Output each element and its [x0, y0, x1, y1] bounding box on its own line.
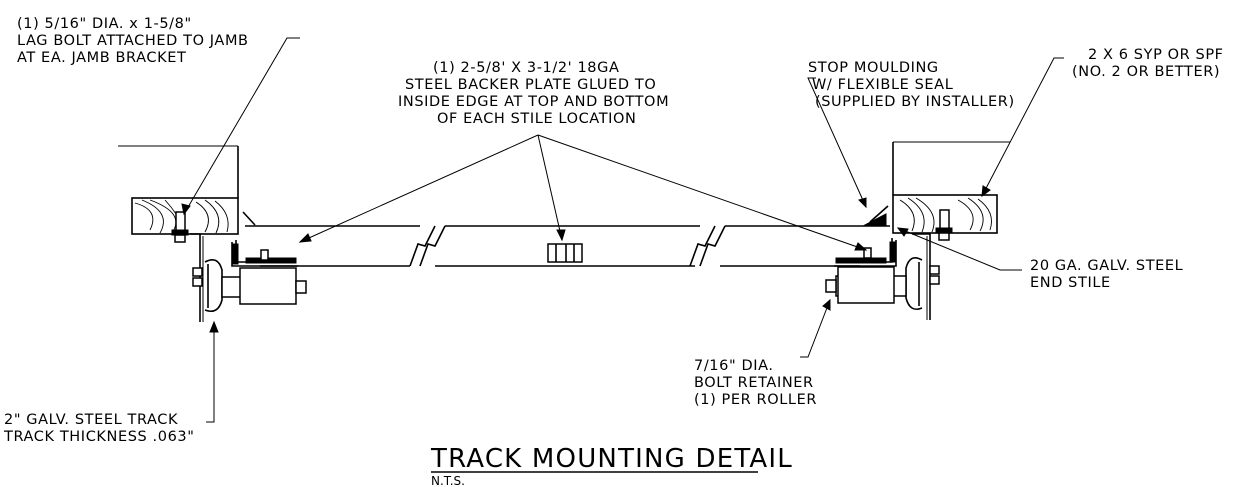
note-lag-bolt-line-1: (1) 5/16" DIA. x 1-5/8" — [17, 16, 192, 32]
right-jamb-bracket — [912, 233, 931, 320]
left-end-stile — [231, 240, 298, 267]
note-lumber: 2 X 6 SYP OR SPF (NO. 2 OR BETTER) — [1072, 47, 1224, 80]
note-bolt-retainer-line-3: (1) PER ROLLER — [694, 392, 817, 408]
note-end-stile-line-1: 20 GA. GALV. STEEL — [1030, 258, 1183, 274]
break-line-left — [409, 225, 446, 267]
note-backer-plate-line-4: OF EACH STILE LOCATION — [437, 111, 637, 127]
left-roller — [221, 267, 307, 305]
center-stile-backer-plate — [547, 243, 583, 263]
left-stop-moulding — [242, 211, 256, 226]
note-stop-moulding: STOP MOULDING W/ FLEXIBLE SEAL (SUPPLIED… — [808, 60, 1015, 110]
left-track — [192, 259, 223, 313]
right-wall-jamb — [892, 141, 1010, 234]
leader-lines — [181, 37, 1064, 423]
break-line-right — [689, 225, 726, 267]
note-bolt-retainer-line-1: 7/16" DIA. — [694, 358, 774, 374]
scale-note: N.T.S. — [431, 474, 465, 487]
note-stop-moulding-line-1: STOP MOULDING — [808, 60, 939, 76]
note-stop-moulding-line-2: W/ FLEXIBLE SEAL — [812, 77, 953, 93]
title-block: TRACK MOUNTING DETAIL N.T.S. — [430, 444, 793, 487]
note-bolt-retainer-line-2: BOLT RETAINER — [694, 375, 814, 391]
note-lag-bolt-line-3: AT EA. JAMB BRACKET — [17, 50, 186, 66]
note-lag-bolt: (1) 5/16" DIA. x 1-5/8" LAG BOLT ATTACHE… — [17, 16, 249, 66]
note-lumber-line-2: (NO. 2 OR BETTER) — [1072, 64, 1220, 80]
right-lag-bolt — [935, 209, 953, 241]
note-backer-plate-line-3: INSIDE EDGE AT TOP AND BOTTOM — [398, 94, 669, 110]
note-backer-plate-line-2: STEEL BACKER PLATE GLUED TO — [405, 77, 656, 93]
right-roller — [825, 266, 907, 304]
right-track — [905, 257, 940, 311]
right-stop-moulding — [863, 205, 889, 227]
note-end-stile: 20 GA. GALV. STEEL END STILE — [1030, 258, 1183, 291]
left-jamb-bracket — [190, 233, 204, 322]
note-track: 2" GALV. STEEL TRACK TRACK THICKNESS .06… — [3, 412, 195, 445]
right-end-stile — [834, 238, 897, 267]
note-end-stile-line-2: END STILE — [1030, 275, 1111, 291]
note-backer-plate: (1) 2-5/8' X 3-1/2' 18GA STEEL BACKER PL… — [398, 60, 669, 127]
note-lumber-line-1: 2 X 6 SYP OR SPF — [1088, 47, 1224, 63]
left-lag-bolt — [171, 211, 189, 243]
note-bolt-retainer: 7/16" DIA. BOLT RETAINER (1) PER ROLLER — [694, 358, 817, 408]
drawing-title: TRACK MOUNTING DETAIL — [430, 444, 793, 474]
note-track-line-1: 2" GALV. STEEL TRACK — [4, 412, 178, 428]
note-track-line-2: TRACK THICKNESS .063" — [3, 429, 195, 445]
note-stop-moulding-line-3: (SUPPLIED BY INSTALLER) — [815, 94, 1015, 110]
note-lag-bolt-line-2: LAG BOLT ATTACHED TO JAMB — [17, 33, 249, 49]
note-backer-plate-line-1: (1) 2-5/8' X 3-1/2' 18GA — [433, 60, 619, 76]
